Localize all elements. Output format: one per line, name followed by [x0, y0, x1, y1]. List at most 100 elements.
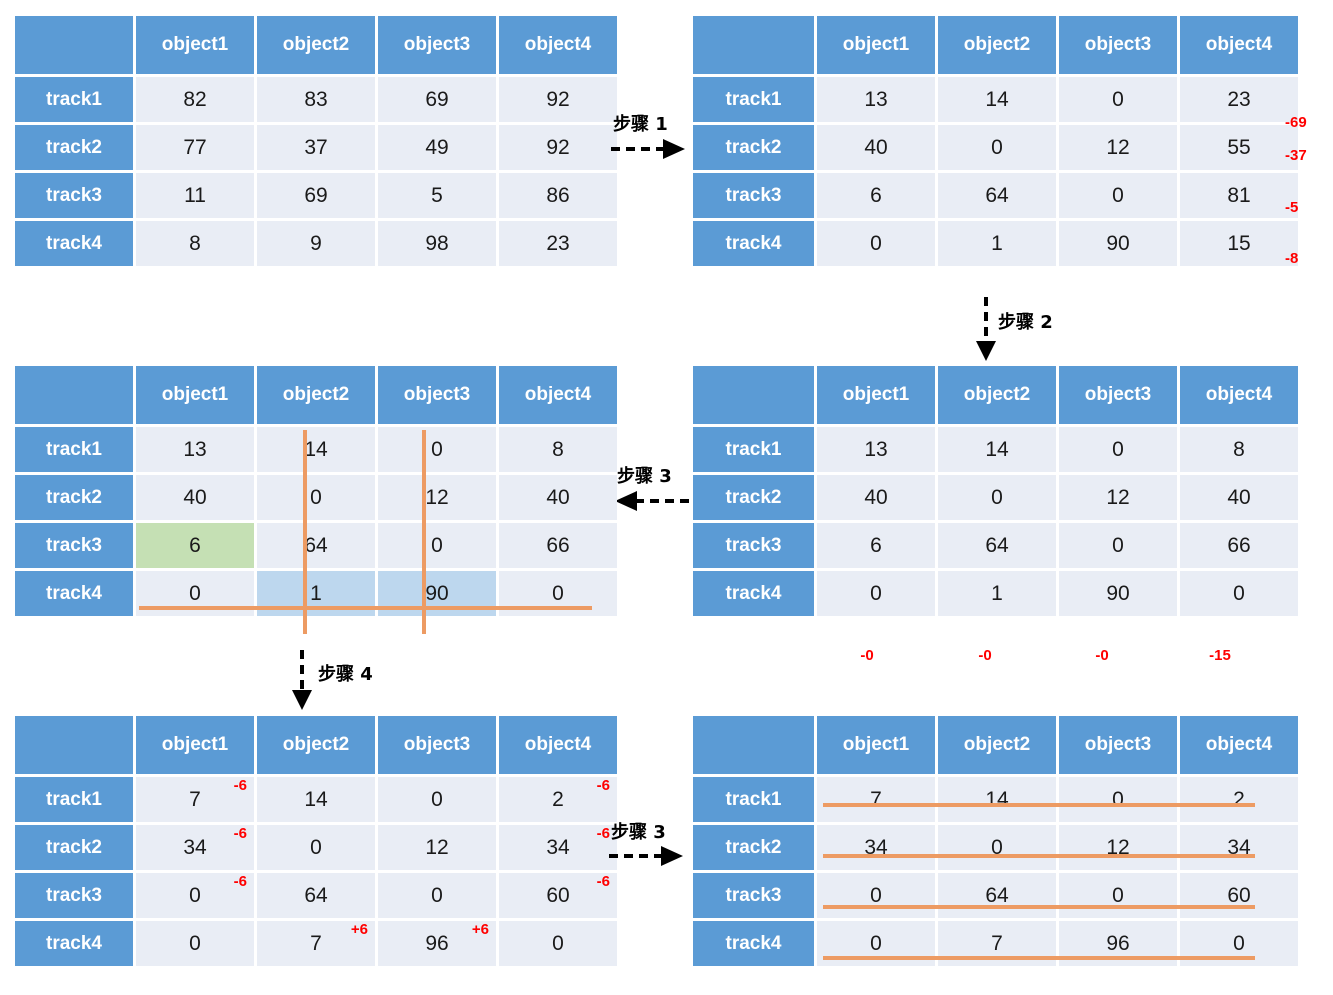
cell-t2-r3-c3: 15: [1180, 221, 1298, 266]
cell-t1-r2-c0: 11: [136, 173, 254, 218]
delta-marker: -6: [596, 825, 610, 842]
table-row: track1 7 14 0 2: [693, 777, 1298, 822]
cell-t3-r2-c1: 64: [938, 523, 1056, 568]
cell-t5-r2-c0: 0-6: [136, 873, 254, 918]
cell-t1-r1-c2: 49: [378, 125, 496, 170]
delta-marker: -6: [233, 777, 247, 794]
arrow-right-icon: [611, 139, 685, 159]
cell-t6-r1-c0: 34: [817, 825, 935, 870]
cell-t2-r3-c0: 0: [817, 221, 935, 266]
cell-t4-r1-c3: 40: [499, 475, 617, 520]
cell-t5-r0-c3: 2-6: [499, 777, 617, 822]
arrow-left-icon: [615, 491, 689, 511]
delta-marker: -6: [596, 777, 610, 794]
table-corner-cell: [693, 716, 814, 774]
cell-t5-r1-c3: 34-6: [499, 825, 617, 870]
cell-value: 7: [310, 931, 322, 955]
cell-t2-r2-c2: 0: [1059, 173, 1177, 218]
cell-t2-r3-c1: 1: [938, 221, 1056, 266]
col-reduction-object3: -0: [1095, 647, 1109, 664]
cell-t2-r2-c3: 81: [1180, 173, 1298, 218]
cell-t6-r2-c0: 0: [817, 873, 935, 918]
cell-t6-r1-c1: 0: [938, 825, 1056, 870]
table-row: track1 82 83 69 92: [15, 77, 617, 122]
table-row: track1 13 14 0 8: [15, 427, 617, 472]
column-header-object3: object3: [1059, 16, 1177, 74]
table-corner-cell: [693, 16, 814, 74]
cell-t3-r3-c2: 90: [1059, 571, 1177, 616]
cell-t6-r1-c2: 12: [1059, 825, 1177, 870]
cell-t5-r2-c3: 60-6: [499, 873, 617, 918]
table-header-row: object1 object2 object3 object4: [15, 366, 617, 424]
column-header-object4: object4: [499, 366, 617, 424]
column-header-object3: object3: [378, 716, 496, 774]
delta-marker: +6: [350, 921, 368, 938]
cell-t3-r3-c0: 0: [817, 571, 935, 616]
cell-value: 96: [425, 931, 449, 955]
table-row: track4 0 1 90 15: [693, 221, 1298, 266]
cell-t6-r1-c3: 34: [1180, 825, 1298, 870]
table-header-row: object1 object2 object3 object4: [693, 16, 1298, 74]
delta-marker: -6: [596, 873, 610, 890]
column-header-object2: object2: [938, 16, 1056, 74]
cell-t4-r2-c2: 0: [378, 523, 496, 568]
table-row: track2 77 37 49 92: [15, 125, 617, 170]
table-header-row: object1 object2 object3 object4: [15, 16, 617, 74]
cell-value: 34: [183, 835, 207, 859]
cell-t1-r0-c0: 82: [136, 77, 254, 122]
cell-t5-r3-c3: 0: [499, 921, 617, 966]
row-header-track2: track2: [693, 125, 814, 170]
cell-t4-r0-c3: 8: [499, 427, 617, 472]
step-3-label: 步骤 3: [617, 466, 672, 487]
table-row: track1 13 14 0 23: [693, 77, 1298, 122]
row-header-track1: track1: [15, 427, 133, 472]
cell-t1-r0-c1: 83: [257, 77, 375, 122]
cell-t3-r2-c3: 66: [1180, 523, 1298, 568]
cover-line-column-object2: [303, 430, 307, 634]
table-original-cost-matrix: object1 object2 object3 object4 track1 8…: [12, 13, 620, 269]
cell-t4-r1-c1: 0: [257, 475, 375, 520]
cell-t5-r3-c0: 0: [136, 921, 254, 966]
cell-t2-r0-c0: 13: [817, 77, 935, 122]
table-corner-cell: [15, 16, 133, 74]
row-header-track3: track3: [15, 173, 133, 218]
column-header-object4: object4: [499, 716, 617, 774]
step-3-bottom-label: 步骤 3: [611, 822, 666, 843]
column-header-object1: object1: [136, 16, 254, 74]
cell-t6-r2-c2: 0: [1059, 873, 1177, 918]
cell-t1-r3-c1: 9: [257, 221, 375, 266]
cell-t3-r1-c2: 12: [1059, 475, 1177, 520]
matrix-table: object1 object2 object3 object4 track1 1…: [12, 363, 620, 619]
row-header-track1: track1: [693, 777, 814, 822]
table-header-row: object1 object2 object3 object4: [693, 716, 1298, 774]
cell-t2-r1-c3: 55: [1180, 125, 1298, 170]
step-2-label: 步骤 2: [998, 312, 1053, 333]
cell-t6-r0-c0: 7: [817, 777, 935, 822]
cell-t1-r3-c2: 98: [378, 221, 496, 266]
column-header-object1: object1: [817, 366, 935, 424]
row-header-track2: track2: [15, 125, 133, 170]
cell-t2-r0-c2: 0: [1059, 77, 1177, 122]
cell-t1-r3-c3: 23: [499, 221, 617, 266]
cover-line-row-track4: [139, 606, 592, 610]
row-header-track3: track3: [693, 523, 814, 568]
table-header-row: object1 object2 object3 object4: [15, 716, 617, 774]
cell-t2-r1-c2: 12: [1059, 125, 1177, 170]
row-header-track2: track2: [15, 475, 133, 520]
cell-t5-r1-c1: 0: [257, 825, 375, 870]
matrix-table: object1 object2 object3 object4 track1 1…: [690, 13, 1301, 269]
table-row: track2 34-6 0 12 34-6: [15, 825, 617, 870]
table-row: track3 6 64 0 66: [15, 523, 617, 568]
column-header-object4: object4: [1180, 366, 1298, 424]
table-row: track3 6 64 0 66: [693, 523, 1298, 568]
cell-t6-r2-c3: 60: [1180, 873, 1298, 918]
delta-marker: -6: [233, 825, 247, 842]
cell-t4-r2-c1: 64: [257, 523, 375, 568]
table-row: track2 34 0 12 34: [693, 825, 1298, 870]
table-row: track3 0-6 64 0 60-6: [15, 873, 617, 918]
cell-t4-r1-c2: 12: [378, 475, 496, 520]
column-header-object3: object3: [378, 16, 496, 74]
row-header-track4: track4: [15, 221, 133, 266]
delta-marker: -6: [233, 873, 247, 890]
